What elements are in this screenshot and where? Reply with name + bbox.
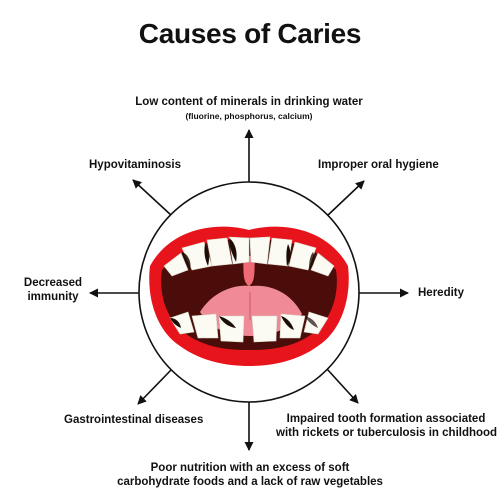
page-title: Causes of Caries xyxy=(138,18,362,49)
uvula xyxy=(243,256,255,286)
arrow-lower-right xyxy=(326,368,359,404)
cause-heredity: Heredity xyxy=(418,287,465,299)
cause-minerals: Low content of minerals in drinking wate… xyxy=(120,95,378,123)
arrow-upper-left xyxy=(132,179,173,217)
cause-nutrition: Poor nutrition with an excess of soft ca… xyxy=(95,461,405,489)
cause-gastro: Gastrointestinal diseases xyxy=(64,414,204,426)
cause-tooth-formation-line2: with rickets or tuberculosis in childhoo… xyxy=(276,427,498,439)
open-mouth-illustration xyxy=(149,226,349,366)
cause-minerals-sub: (fluorine, phosphorus, calcium) xyxy=(185,111,313,121)
arrow-lower-left xyxy=(137,368,173,405)
cause-nutrition-line1: Poor nutrition with an excess of soft xyxy=(150,462,350,474)
cause-hypovitaminosis: Hypovitaminosis xyxy=(89,159,182,171)
arrow-upper-right xyxy=(326,180,365,217)
cause-immunity-line2: immunity xyxy=(27,291,79,303)
cause-hygiene: Improper oral hygiene xyxy=(318,159,439,171)
cause-immunity-line1: Decreased xyxy=(23,277,83,289)
cause-immunity: Decreased immunity xyxy=(18,276,88,304)
cause-nutrition-line2: carbohydrate foods and a lack of raw veg… xyxy=(117,476,383,488)
cause-tooth-formation-line1: Impaired tooth formation associated xyxy=(286,413,486,425)
lower-teeth xyxy=(169,311,329,343)
cause-minerals-text: Low content of minerals in drinking wate… xyxy=(135,96,363,108)
arrows xyxy=(89,129,409,451)
caries-spots xyxy=(170,238,318,330)
cause-tooth-formation: Impaired tooth formation associated with… xyxy=(276,412,498,440)
